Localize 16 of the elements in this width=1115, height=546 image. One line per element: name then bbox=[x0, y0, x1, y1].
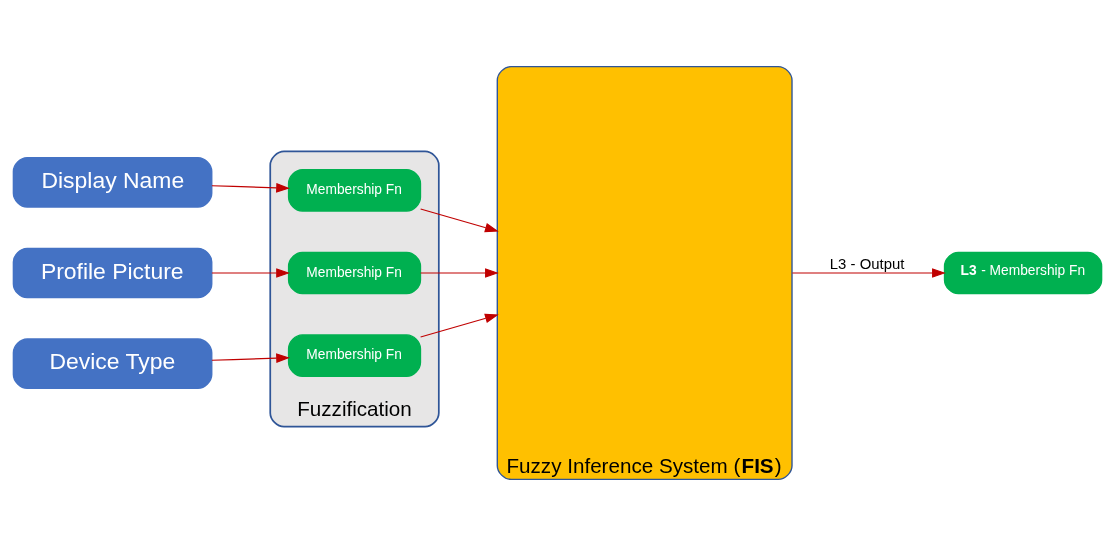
node-box: Fuzzy Inference System (FIS) bbox=[496, 65, 793, 481]
node-box: Display Name bbox=[12, 157, 213, 208]
node-box: Membership Fn bbox=[287, 334, 422, 377]
edge-label: L3 - Output bbox=[829, 255, 905, 272]
arrow bbox=[791, 268, 946, 278]
arrow bbox=[420, 208, 499, 233]
arrow bbox=[211, 353, 290, 363]
node-box: Membership Fn bbox=[287, 251, 422, 295]
node-box: L3 - Membership Fn bbox=[943, 251, 1103, 295]
arrow bbox=[420, 313, 499, 338]
node-box: Device Type bbox=[12, 338, 213, 389]
arrow bbox=[211, 183, 290, 193]
arrow bbox=[420, 268, 499, 278]
arrow bbox=[211, 268, 290, 278]
node-box: Profile Picture bbox=[12, 247, 213, 299]
node-box: Membership Fn bbox=[287, 169, 422, 212]
